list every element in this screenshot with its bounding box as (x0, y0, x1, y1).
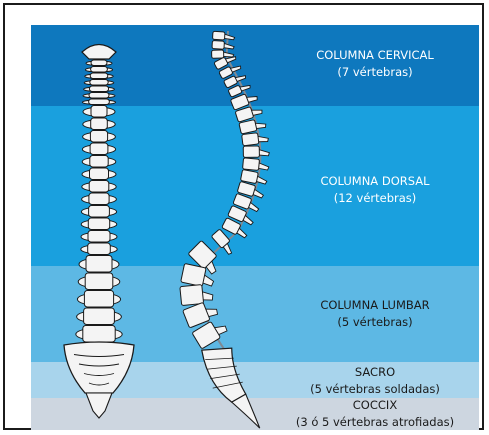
side-dorsal-vertebra (242, 133, 259, 146)
label-lumbar: COLUMNA LUMBAR (5 vértebras) (279, 297, 471, 331)
front-cervical-vertebra (89, 86, 108, 92)
front-cervical-vertebra (89, 99, 110, 105)
front-dorsal-vertebra (91, 106, 107, 118)
spine-side-view (180, 31, 270, 428)
front-lumbar-vertebra (84, 291, 113, 308)
side-cervical-vertebra (212, 50, 224, 58)
front-dorsal-vertebra (89, 193, 109, 205)
front-coccyx (86, 393, 112, 418)
side-dorsal-vertebra (243, 158, 260, 171)
front-dorsal-vertebra (90, 131, 107, 143)
front-lumbar-vertebra (86, 256, 112, 273)
front-lumbar-vertebra (83, 326, 115, 343)
side-lumbar-vertebra (181, 263, 206, 286)
front-dorsal-vertebra (88, 231, 110, 243)
side-sacrum (202, 348, 246, 402)
side-cervical-vertebra-group (212, 50, 234, 59)
side-cervical-vertebra-group (212, 41, 234, 50)
front-cervical-vertebra (89, 93, 109, 99)
label-lumbar-title: COLUMNA LUMBAR (320, 298, 429, 312)
label-dorsal: COLUMNA DORSAL (12 vértebras) (279, 173, 471, 207)
label-cervical: COLUMNA CERVICAL (7 vértebras) (279, 47, 471, 81)
front-dorsal-vertebra (90, 156, 108, 168)
figure-frame: COLUMNA CERVICAL (7 vértebras) COLUMNA D… (3, 3, 484, 430)
front-dorsal-vertebra (90, 168, 109, 180)
side-coccyx (232, 394, 260, 428)
front-dorsal-vertebra (91, 118, 108, 130)
side-lumbar-vertebra-group (180, 284, 214, 306)
front-lumbar-vertebra (85, 273, 113, 290)
front-lumbar-vertebra (84, 308, 115, 325)
side-dorsal-vertebra-group (243, 158, 270, 172)
spine-front-view (64, 45, 134, 419)
atlas-vertebra (82, 45, 116, 60)
front-cervical-vertebra (90, 80, 108, 86)
front-dorsal-vertebra (89, 206, 110, 218)
label-lumbar-count: (5 vértebras) (279, 314, 471, 331)
front-cervical-vertebra (91, 67, 108, 73)
label-sacro-count: (5 vértebras soldadas) (279, 381, 471, 398)
label-coccix: COCCIX (3 ó 5 vértebras atrofiadas) (279, 397, 471, 430)
label-sacro: SACRO (5 vértebras soldadas) (279, 364, 471, 398)
front-dorsal-vertebra (89, 181, 109, 193)
label-sacro-title: SACRO (355, 365, 395, 379)
side-cervical-vertebra (212, 41, 224, 50)
side-dorsal-vertebra (243, 146, 259, 157)
spine-diagram: COLUMNA CERVICAL (7 vértebras) COLUMNA D… (31, 25, 479, 430)
label-cervical-title: COLUMNA CERVICAL (316, 48, 434, 62)
front-dorsal-vertebra (90, 143, 108, 155)
label-coccix-title: COCCIX (353, 398, 397, 412)
front-dorsal-vertebra (88, 218, 109, 230)
label-coccix-count: (3 ó 5 vértebras atrofiadas) (279, 414, 471, 430)
side-dorsal-vertebra (239, 120, 257, 134)
side-lumbar-vertebra (180, 285, 204, 306)
label-dorsal-count: (12 vértebras) (279, 190, 471, 207)
side-dorsal-vertebra (240, 169, 258, 183)
label-dorsal-title: COLUMNA DORSAL (320, 174, 429, 188)
label-cervical-count: (7 vértebras) (279, 64, 471, 81)
side-dorsal-vertebra-group (243, 146, 269, 158)
front-dorsal-vertebra (88, 243, 111, 255)
front-cervical-vertebra (91, 60, 107, 66)
front-cervical-vertebra (90, 73, 108, 79)
side-dorsal-vertebra-group (242, 132, 269, 146)
side-cervical-vertebra-group (213, 31, 235, 40)
side-cervical-vertebra (213, 31, 225, 40)
